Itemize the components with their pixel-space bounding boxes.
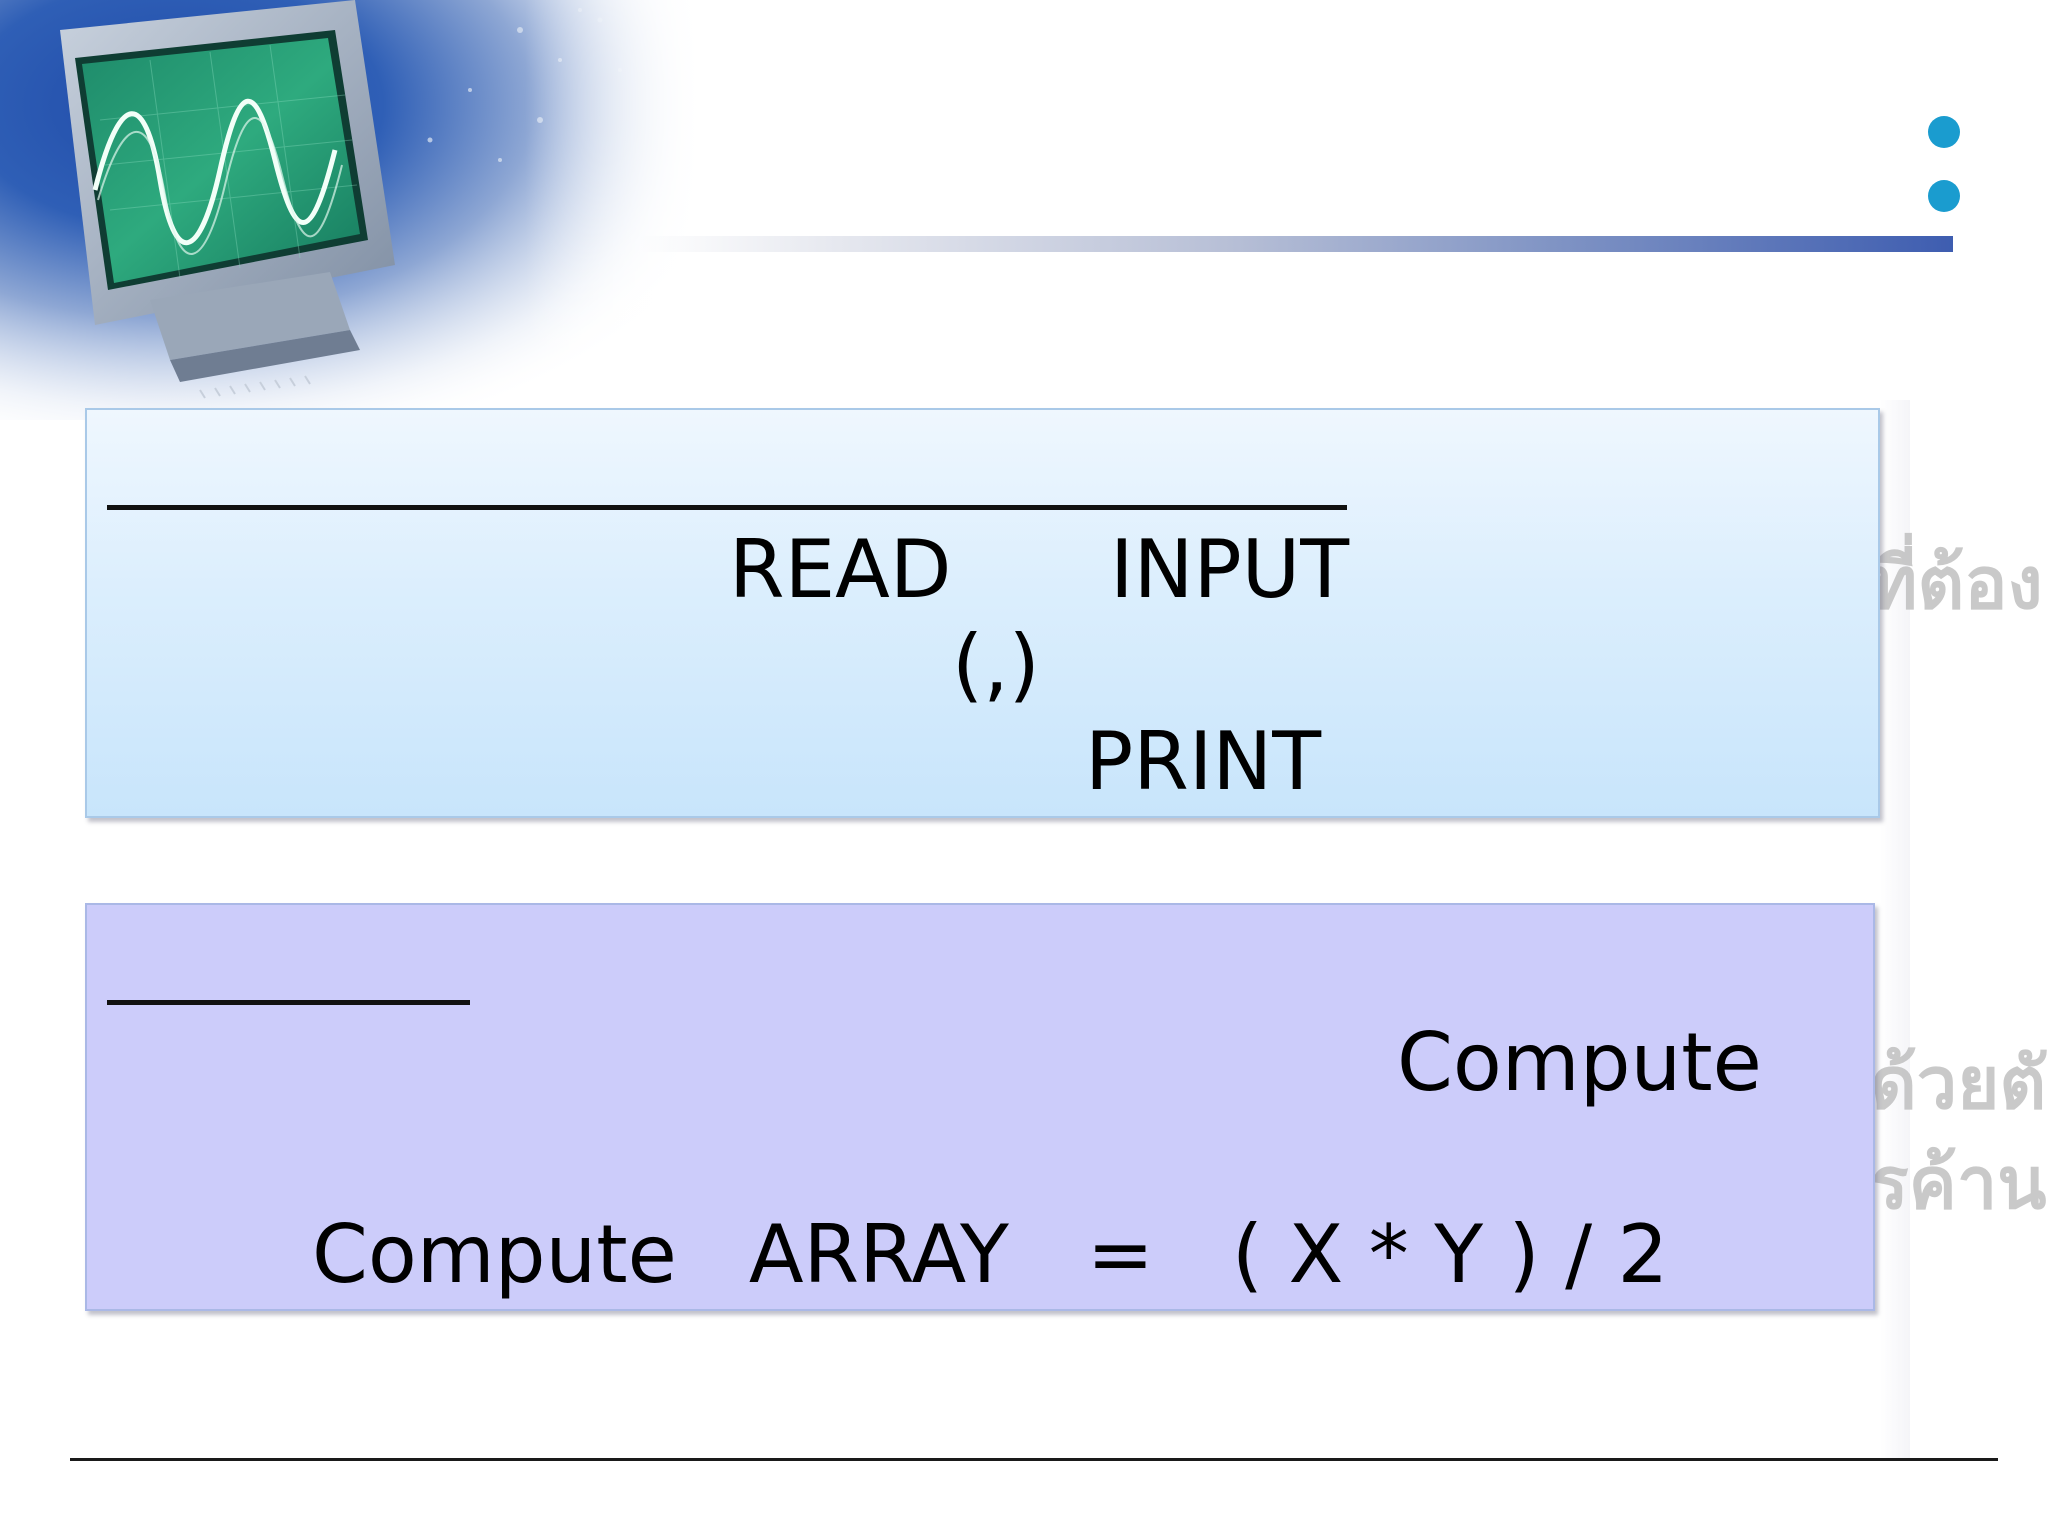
background-text-3: รค้าน	[1870, 1141, 2047, 1225]
background-shade	[1880, 400, 1910, 1460]
bullet-dot-bottom	[1928, 180, 1960, 212]
formula-variable: ARRAY	[748, 1208, 1009, 1301]
footer-divider	[70, 1458, 1998, 1461]
read-keyword: READ	[729, 523, 952, 616]
io-panel: READ INPUT (,) PRINT	[85, 408, 1880, 818]
formula-equals: =	[1086, 1208, 1154, 1301]
comma-paren-symbol: (,)	[952, 618, 1040, 711]
input-keyword: INPUT	[1110, 523, 1350, 616]
title-gradient-bar	[640, 236, 1953, 252]
io-heading-underline	[107, 505, 1347, 510]
background-text-1: ที่ต้อง	[1870, 541, 2043, 625]
formula-keyword: Compute	[312, 1208, 677, 1301]
bullet-dot-top	[1928, 116, 1960, 148]
background-text-2: ด้วยตั	[1870, 1041, 2047, 1125]
oscilloscope-monitor-icon	[0, 0, 700, 420]
print-keyword: PRINT	[1085, 715, 1322, 808]
compute-heading-underline	[107, 1000, 470, 1005]
formula-expression: ( X * Y ) / 2	[1231, 1208, 1669, 1301]
compute-keyword: Compute	[1397, 1016, 1762, 1109]
